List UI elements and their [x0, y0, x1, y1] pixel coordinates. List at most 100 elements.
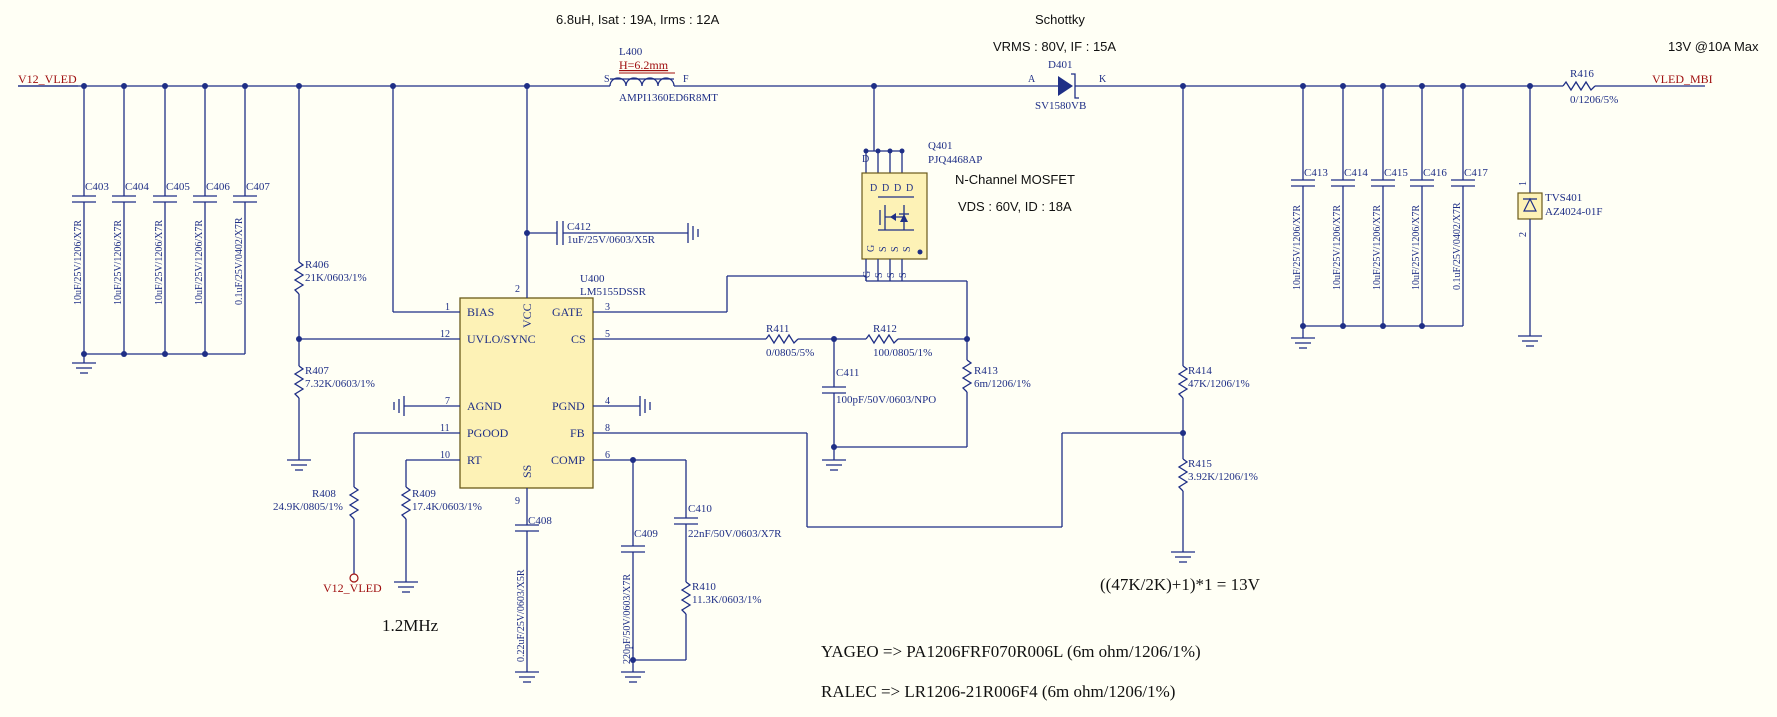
u400-value: LM5155DSSR — [580, 286, 647, 298]
r408-ref: R408 — [312, 488, 336, 500]
mosfet-type-note: N-Channel MOSFET — [955, 172, 1075, 187]
pin-vcc-num: 2 — [515, 284, 520, 295]
q401-inner-s3: S — [902, 246, 913, 252]
yageo-note: YAGEO => PA1206FRF070R006L (6m ohm/1206/… — [821, 642, 1201, 661]
uvlo-divider: R406 21K/0603/1% R407 7.32K/0603/1% — [287, 86, 375, 471]
c404-value: 10uF/25V/1206/X7R — [113, 220, 124, 305]
feedback-wire — [593, 432, 1183, 528]
q401-inner-s2: S — [890, 246, 901, 252]
q401-inner-s1: S — [878, 246, 889, 252]
pin-agnd-label: AGND — [467, 399, 502, 413]
r407-ref: R407 — [305, 365, 329, 377]
rt-resistor: R409 17.4K/0603/1% — [394, 460, 482, 593]
r411-value: 0/0805/5% — [766, 347, 814, 359]
c416-ref: C416 — [1423, 167, 1447, 179]
c407-value: 0.1uF/25V/0402/X7R — [234, 217, 245, 305]
pin-agnd-num: 7 — [445, 396, 450, 407]
tvs401-ref: TVS401 — [1545, 192, 1582, 204]
c407-ref: C407 — [246, 181, 270, 193]
r412-ref: R412 — [873, 323, 897, 335]
input-rail: V12_VLED — [18, 72, 610, 89]
ss-capacitor: C408 0.22uF/25V/0603/X5R — [515, 515, 552, 683]
c411-ref: C411 — [836, 367, 859, 379]
c408-value: 0.22uF/25V/0603/X5R — [516, 569, 527, 662]
inductor-l400: L400 H=6.2mm S F AMPI1360ED6R8MT — [604, 46, 718, 104]
r414-ref: R414 — [1188, 365, 1212, 377]
tvs401-pin1: 1 — [1518, 181, 1529, 186]
c415-ref: C415 — [1384, 167, 1408, 179]
mosfet-spec-note: VDS : 60V, ID : 18A — [958, 199, 1072, 214]
c403-value: 10uF/25V/1206/X7R — [73, 220, 84, 305]
switch-node — [674, 83, 1023, 173]
d401-cathode: K — [1099, 74, 1107, 85]
c409-value: 220pF/50V/0603/X7R — [622, 574, 633, 664]
output-rail: R416 0/1206/5% VLED_MBI — [1075, 68, 1713, 106]
c404-ref: C404 — [125, 181, 149, 193]
output-divider: R414 47K/1206/1% R415 3.92K/1206/1% — [1171, 86, 1258, 563]
r415-ref: R415 — [1188, 458, 1212, 470]
frequency-note: 1.2MHz — [382, 616, 439, 635]
l400-value: AMPI1360ED6R8MT — [619, 92, 718, 104]
d401-ref: D401 — [1048, 59, 1072, 71]
c405-ref: C405 — [166, 181, 190, 193]
pgood-pullup: V12_VLED R408 24.9K/0805/1% — [273, 433, 382, 595]
pin-vcc-label: VCC — [520, 303, 534, 328]
r410-value: 11.3K/0603/1% — [692, 594, 762, 606]
diode-type-note: Schottky — [1035, 12, 1085, 27]
pin-cs-num: 5 — [605, 329, 610, 340]
pin-comp-label: COMP — [551, 453, 585, 467]
r413-value: 6m/1206/1% — [974, 378, 1031, 390]
c412-ref: C412 — [567, 221, 591, 233]
inductor-spec-note: 6.8uH, Isat : 19A, Irms : 12A — [556, 12, 720, 27]
gate-drive-wire — [593, 275, 866, 313]
r411-ref: R411 — [766, 323, 789, 335]
q401-pin-s3: S — [898, 272, 909, 278]
pin-bias-num: 1 — [445, 302, 450, 313]
r413-ref: R413 — [974, 365, 998, 377]
pin-pgood-label: PGOOD — [467, 426, 509, 440]
c415-value: 10uF/25V/1206/X7R — [1372, 205, 1383, 290]
c413-ref: C413 — [1304, 167, 1328, 179]
r414-value: 47K/1206/1% — [1188, 378, 1250, 390]
r409-ref: R409 — [412, 488, 436, 500]
pin-gate-label: GATE — [552, 305, 583, 319]
vout-formula-note: ((47K/2K)+1)*1 = 13V — [1100, 575, 1261, 594]
pgnd-ground — [593, 396, 651, 416]
c406-value: 10uF/25V/1206/X7R — [194, 220, 205, 305]
ralec-note: RALEC => LR1206-21R006F4 (6m ohm/1206/1%… — [821, 682, 1175, 701]
c412-vcc-cap: C412 1uF/25V/0603/X5R — [527, 221, 699, 246]
pin-cs-label: CS — [571, 332, 586, 346]
c417-ref: C417 — [1464, 167, 1488, 179]
l400-pin-f: F — [683, 74, 689, 85]
current-sense-network: R411 0/0805/5% R412 100/0805/1% C411 100… — [593, 280, 1031, 471]
r415-value: 3.92K/1206/1% — [1188, 471, 1258, 483]
q401-pin-g: G — [862, 271, 873, 278]
r410-ref: R410 — [692, 581, 716, 593]
pin-pgood-num: 11 — [440, 423, 450, 434]
u400-ref: U400 — [580, 273, 605, 285]
l400-height: H=6.2mm — [619, 58, 669, 72]
r408-value: 24.9K/0805/1% — [273, 501, 343, 513]
tvs401-pin2: 2 — [1518, 232, 1529, 237]
c412-value: 1uF/25V/0603/X5R — [567, 234, 656, 246]
r409-value: 17.4K/0603/1% — [412, 501, 482, 513]
pin-pgnd-label: PGND — [552, 399, 585, 413]
pin-comp-num: 6 — [605, 450, 610, 461]
l400-ref: L400 — [619, 46, 643, 58]
net-label-pgood: V12_VLED — [323, 581, 382, 595]
tvs-tvs401: 1 2 TVS401 AZ4024-01F — [1517, 86, 1602, 347]
pin-gate-num: 3 — [605, 302, 610, 313]
c410-ref: C410 — [688, 503, 712, 515]
output-spec-note: 13V @10A Max — [1668, 39, 1759, 54]
pin-pgnd-num: 4 — [605, 396, 610, 407]
c403-ref: C403 — [85, 181, 109, 193]
input-capacitor-bank: C403 10uF/25V/1206/X7R C404 10uF/25V/120… — [72, 86, 270, 374]
l400-pin-s: S — [604, 74, 610, 85]
pin-uvlo-label: UVLO/SYNC — [467, 332, 536, 346]
c409-ref: C409 — [634, 528, 658, 540]
r406-value: 21K/0603/1% — [305, 272, 367, 284]
q401-ref: Q401 — [928, 140, 952, 152]
q401-inner-d4: D — [906, 183, 913, 194]
